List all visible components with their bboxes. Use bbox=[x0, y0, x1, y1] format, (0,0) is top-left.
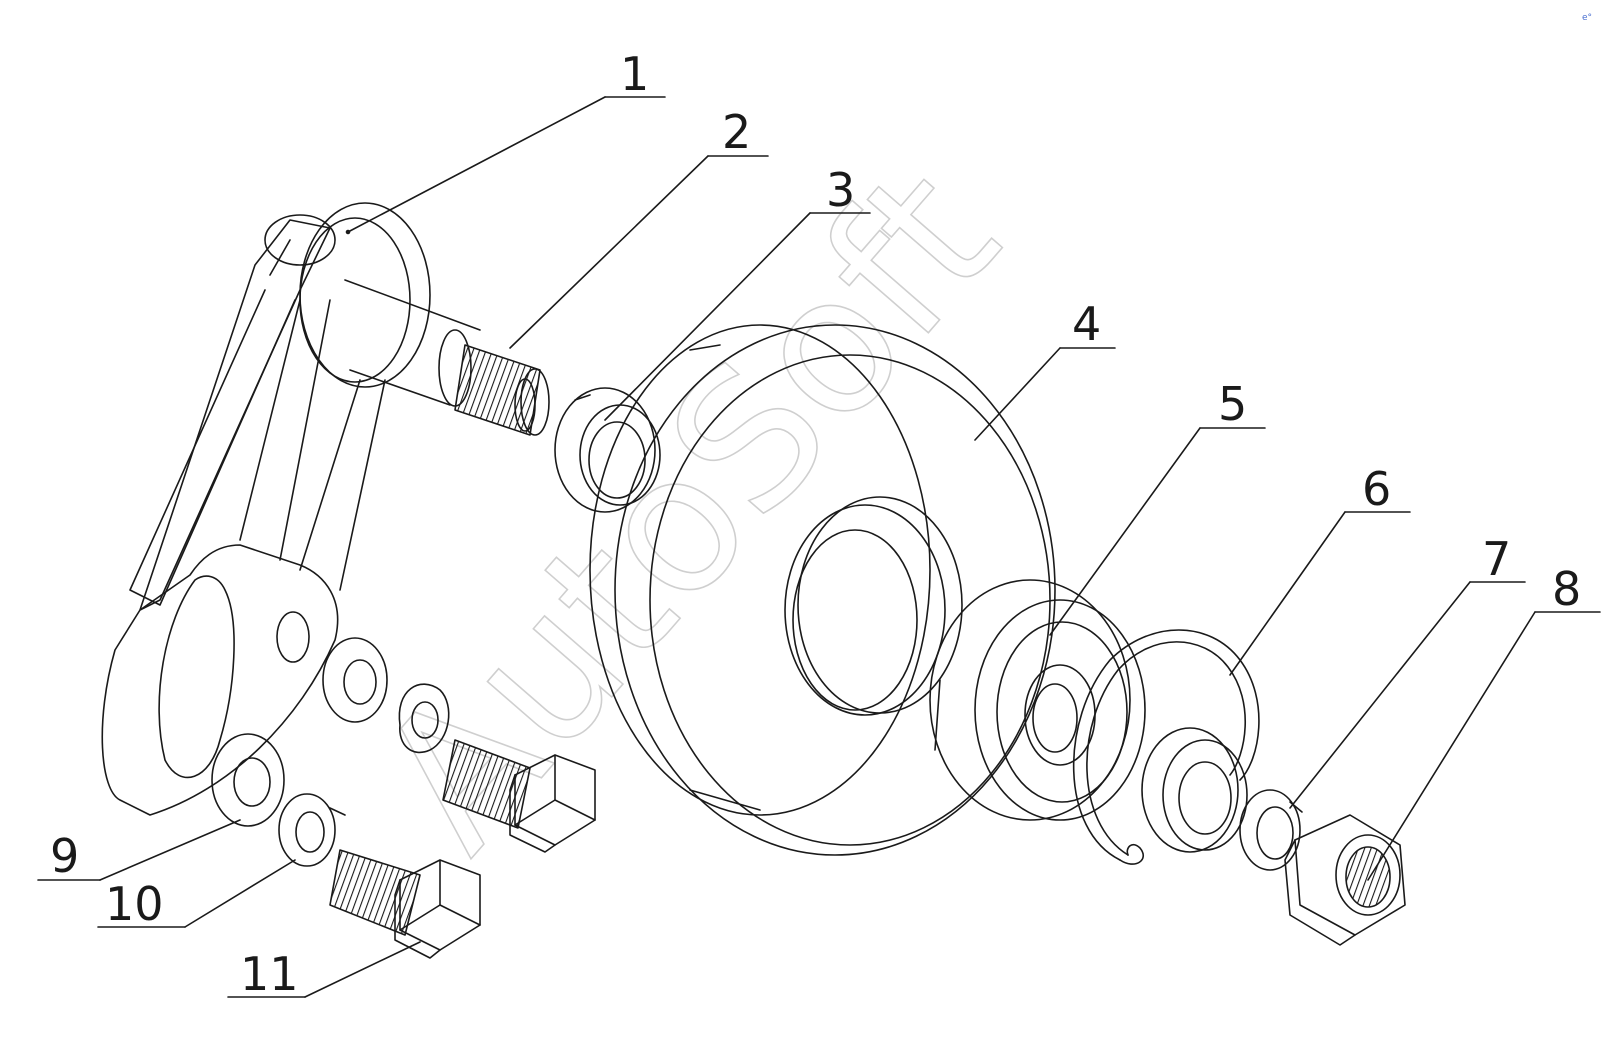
corner-mark: e° bbox=[1582, 13, 1592, 23]
leader-8-diag bbox=[1367, 611, 1536, 881]
callout-5: 5 bbox=[1218, 377, 1247, 431]
part-5-bearing bbox=[930, 580, 1145, 820]
leader-6-diag bbox=[1229, 511, 1346, 676]
callout-labels: 1 2 3 4 5 6 7 8 9 10 11 bbox=[50, 47, 1581, 1001]
part-8-hex-nut bbox=[1285, 815, 1405, 945]
part-10-split-lock-washer bbox=[279, 684, 449, 866]
part-6-bushing bbox=[1142, 728, 1247, 852]
watermark: AutoSoft bbox=[336, 128, 1040, 890]
leader-5-diag bbox=[1049, 427, 1201, 636]
watermark-text: AutoSoft bbox=[337, 129, 1039, 890]
callout-6: 6 bbox=[1362, 462, 1391, 516]
part-9-flat-washer bbox=[212, 638, 387, 826]
part-7-lock-washer bbox=[1240, 790, 1302, 870]
callout-2: 2 bbox=[722, 105, 751, 159]
callout-4: 4 bbox=[1072, 297, 1101, 351]
callout-1: 1 bbox=[620, 47, 649, 101]
part-4-pulley bbox=[590, 325, 1055, 855]
leader-1-diag bbox=[347, 96, 606, 233]
callout-9: 9 bbox=[50, 829, 79, 883]
callout-8: 8 bbox=[1552, 562, 1581, 616]
callout-11: 11 bbox=[240, 947, 299, 1001]
callout-10: 10 bbox=[105, 877, 164, 931]
callout-7: 7 bbox=[1482, 532, 1511, 586]
leader-11-diag bbox=[304, 941, 421, 998]
part-6-retaining-ring bbox=[1074, 630, 1259, 864]
leader-7-diag bbox=[1289, 581, 1471, 809]
callout-leaders bbox=[37, 96, 1601, 998]
part-2-threaded-stud bbox=[455, 345, 549, 435]
part-11-hex-bolts bbox=[330, 740, 595, 958]
leader-3-diag bbox=[604, 212, 811, 421]
callout-3: 3 bbox=[826, 163, 855, 217]
part-3-spacer-ring bbox=[555, 388, 660, 512]
leader-10-diag bbox=[184, 859, 296, 928]
leader-4-diag bbox=[974, 347, 1061, 441]
leader-9-diag bbox=[99, 819, 241, 881]
leader-2-diag bbox=[509, 155, 709, 349]
